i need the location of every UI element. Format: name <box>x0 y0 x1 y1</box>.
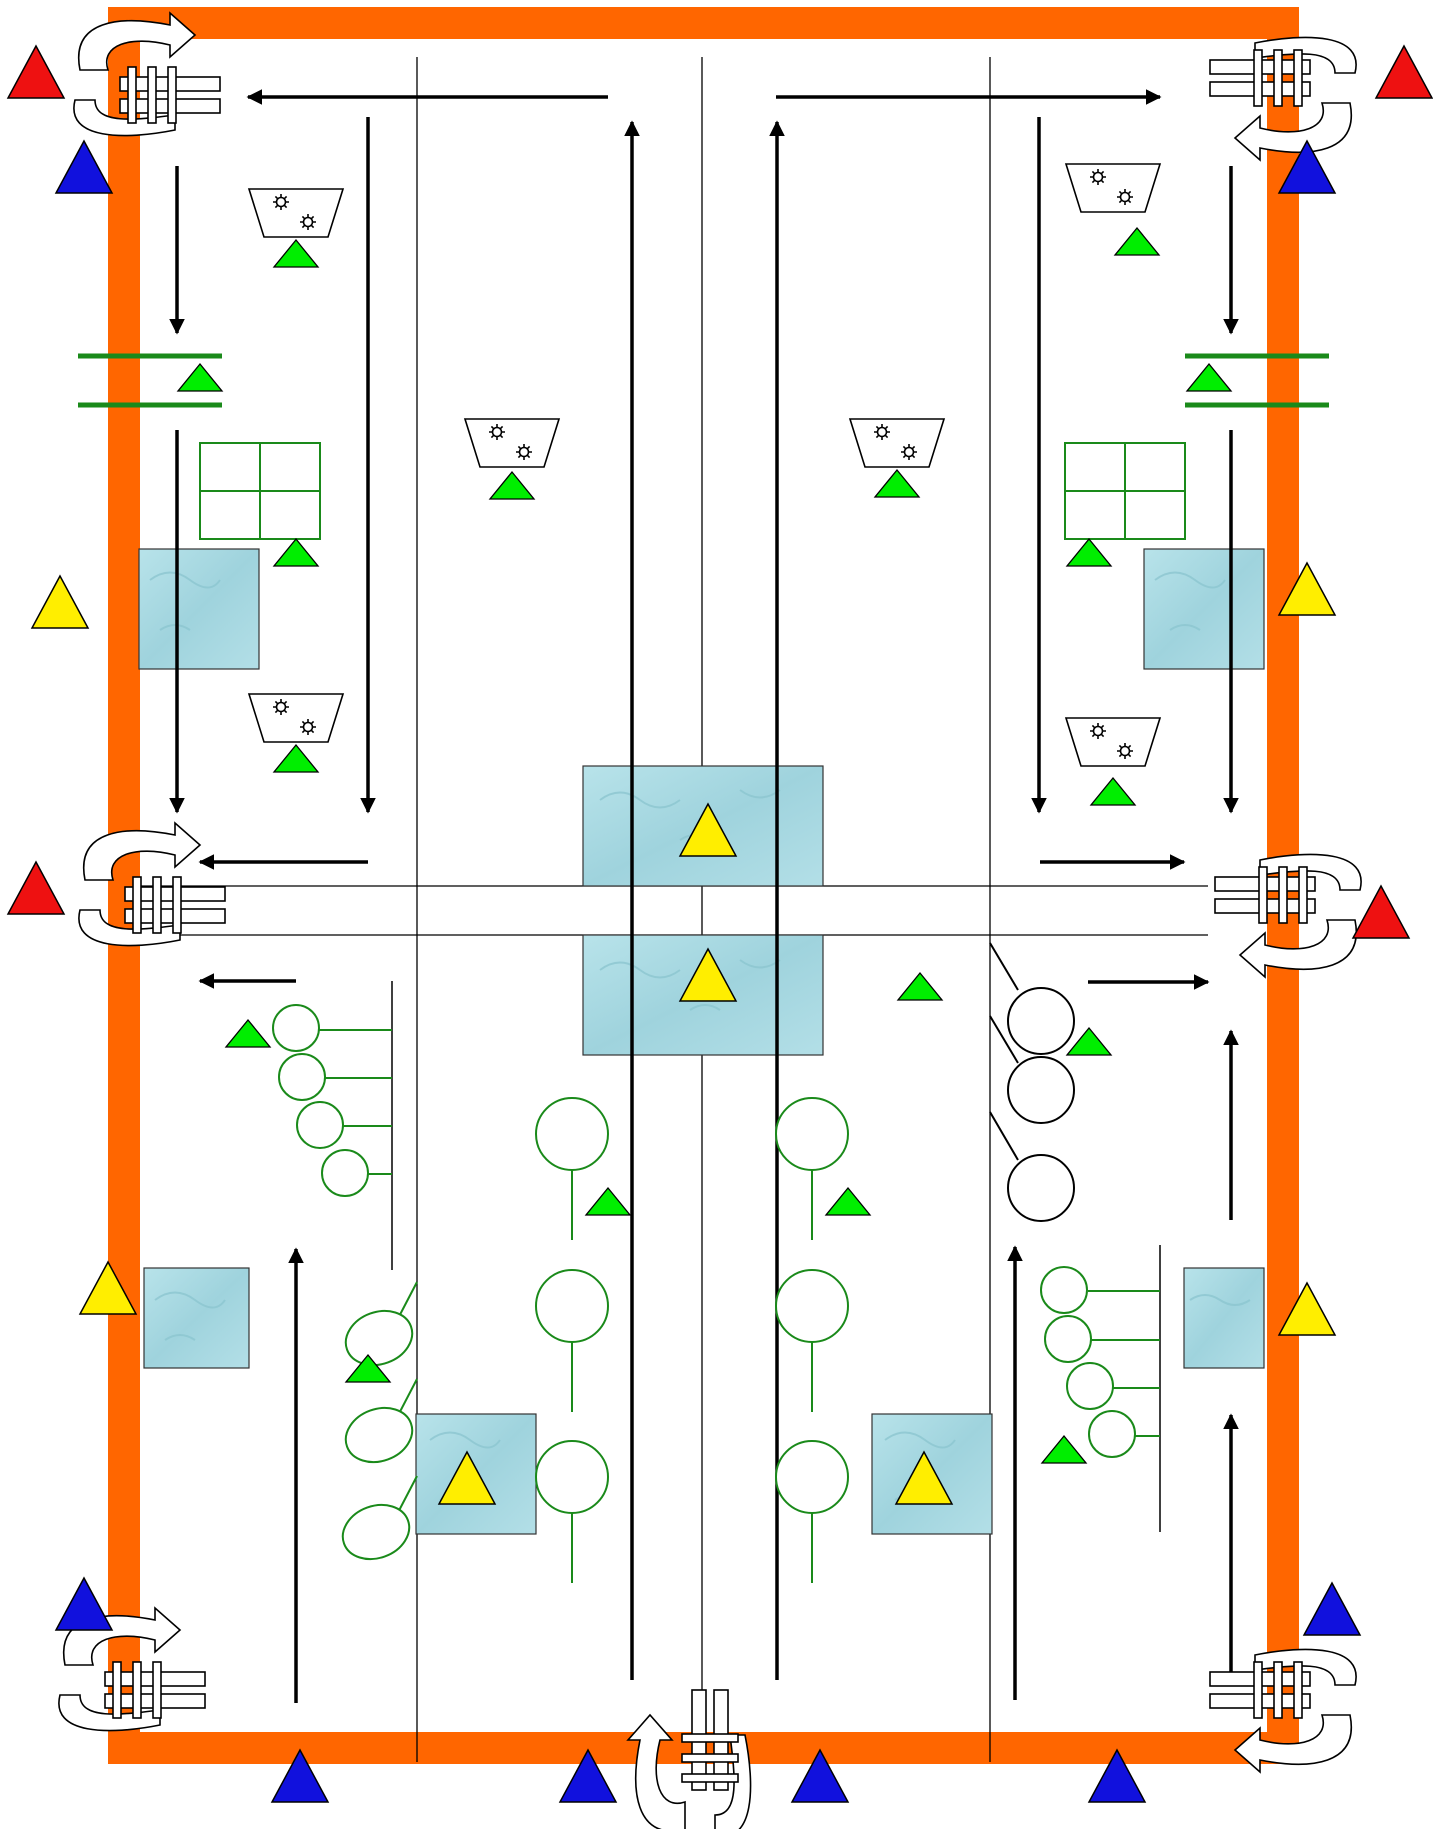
markers-green <box>176 226 1233 1464</box>
black-rings-right <box>989 942 1075 1222</box>
yellow-triangle-marker <box>1277 561 1337 616</box>
green-triangle-marker <box>873 468 921 498</box>
green-bars <box>78 353 1329 408</box>
blue-triangle-marker <box>1277 139 1337 194</box>
gear-basket <box>1064 163 1162 213</box>
lane-lines <box>140 57 1208 1762</box>
gear-basket <box>1064 717 1162 767</box>
yellow-triangle-marker <box>1277 1281 1337 1336</box>
markers-blue <box>54 139 1362 1803</box>
green-triangle-marker <box>1065 537 1113 567</box>
blue-triangle-marker <box>54 139 114 194</box>
green-triangle-marker <box>1040 1434 1088 1464</box>
grid-box-left <box>199 442 321 540</box>
ladder-turn-icon <box>626 1689 752 1829</box>
green-triangle-marker <box>488 470 536 500</box>
green-triangle-marker <box>176 362 224 392</box>
water-tile-right-upper <box>1143 548 1265 670</box>
ladder-turn-icon <box>1209 1648 1357 1774</box>
green-triangle-marker <box>824 1186 872 1216</box>
water-tile-left-lower <box>143 1267 250 1369</box>
green-triangle-marker <box>584 1186 632 1216</box>
red-triangle-marker <box>6 44 66 99</box>
oval-rings-left <box>341 1281 418 1561</box>
water-tiles <box>138 548 1265 1535</box>
green-triangle-marker <box>224 1018 272 1048</box>
green-triangle-marker <box>1113 226 1161 256</box>
peg-rack-right <box>1040 1245 1161 1532</box>
flow-arrows <box>169 89 1239 1703</box>
yellow-triangle-marker <box>678 802 738 857</box>
red-triangle-marker <box>1374 44 1433 99</box>
gear-basket <box>463 418 561 468</box>
green-triangle-marker <box>1065 1026 1113 1056</box>
gear-baskets <box>247 163 1162 767</box>
ladder-turn-icons <box>58 11 1362 1829</box>
blue-triangle-marker <box>1302 1581 1362 1636</box>
grid-boxes <box>199 442 1186 540</box>
yellow-triangle-marker <box>437 1450 497 1505</box>
green-triangle-marker <box>1185 362 1233 392</box>
green-triangle-marker <box>272 743 320 773</box>
water-tile-left-upper <box>138 548 260 670</box>
water-tile-right-lower <box>1183 1267 1265 1369</box>
blue-triangle-marker <box>54 1576 114 1631</box>
red-triangle-marker <box>6 860 66 915</box>
markers-yellow <box>30 561 1337 1505</box>
blue-triangle-marker <box>270 1748 330 1803</box>
ladder-turn-icon <box>1214 853 1362 979</box>
ladder-turn-icon <box>73 11 221 137</box>
yellow-triangle-marker <box>30 574 90 629</box>
green-triangle-marker <box>272 238 320 268</box>
lollipop-posts <box>535 1097 849 1583</box>
yellow-triangle-marker <box>78 1260 138 1315</box>
red-triangle-marker <box>1351 884 1411 939</box>
gear-basket <box>247 188 345 238</box>
gear-basket <box>848 418 946 468</box>
green-triangle-marker <box>1089 776 1137 806</box>
gear-basket <box>247 693 345 743</box>
peg-rack-left <box>272 981 393 1270</box>
ladder-turn-icon <box>78 821 226 947</box>
green-triangle-marker <box>896 971 944 1001</box>
yellow-triangle-marker <box>678 947 738 1002</box>
green-triangle-marker <box>272 537 320 567</box>
blue-triangle-marker <box>558 1748 618 1803</box>
grid-box-right <box>1064 442 1186 540</box>
green-triangle-marker <box>344 1353 392 1383</box>
blue-triangle-marker <box>790 1748 850 1803</box>
blue-triangle-marker <box>1087 1748 1147 1803</box>
ladder-turn-icon <box>1209 36 1357 162</box>
yellow-triangle-marker <box>894 1450 954 1505</box>
markers-red <box>6 44 1433 939</box>
